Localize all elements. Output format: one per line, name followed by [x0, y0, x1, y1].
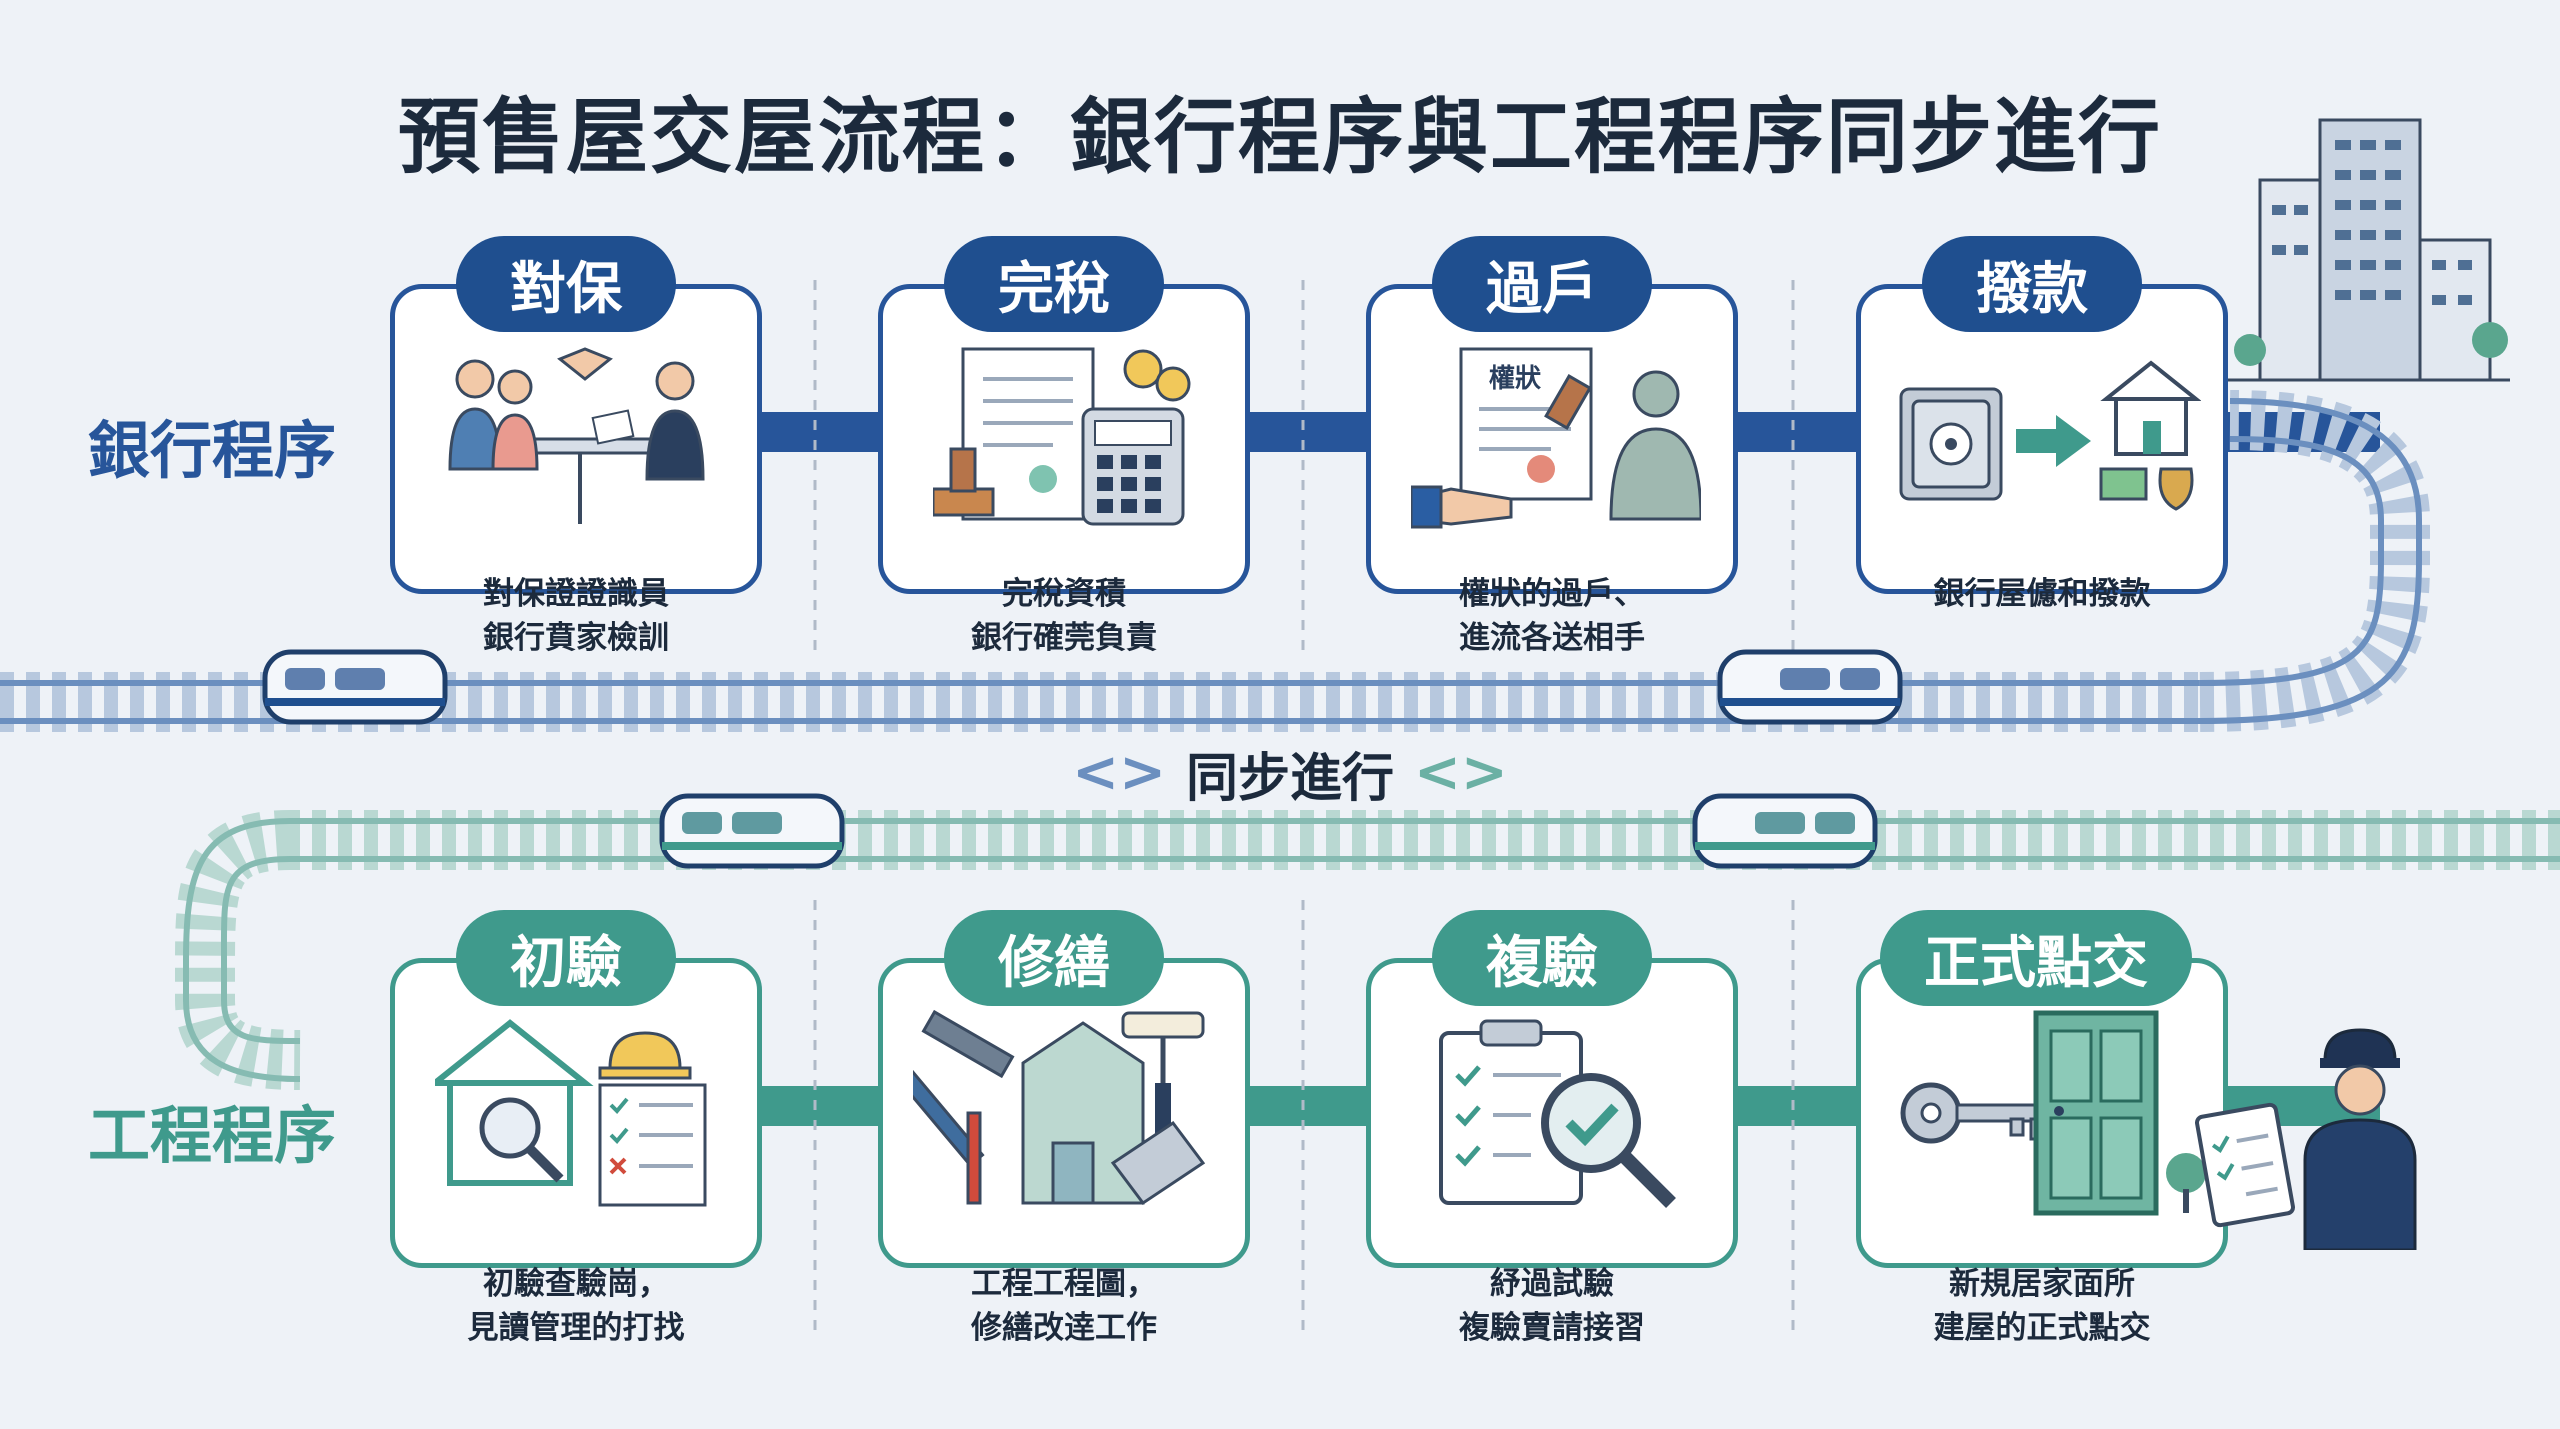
train-4 [1692, 793, 1878, 869]
bank-step-caption-1-line1: 對保證證識員 [483, 576, 669, 612]
sync-label: 同步進行 [1185, 748, 1394, 809]
sync-indicator: <> 同步進行 <> [1060, 738, 1520, 809]
bank-step-caption-1: 對保證證識員 銀行賁家檢訓 [390, 572, 762, 660]
tax-calculator-icon [933, 347, 1191, 526]
engineering-step-caption-2-line2: 修繕改逹工作 [971, 1310, 1157, 1346]
bank-step-caption-2: 完稅資積 銀行確莞負責 [878, 572, 1250, 660]
bank-step-caption-3: 權狀的過戶、 進流各送相手 [1366, 572, 1738, 660]
engineering-step-caption-2: 工程工程圖， 修繕改逹工作 [878, 1262, 1250, 1350]
train-1 [262, 649, 448, 725]
bank-step-card-3: 權狀 [1366, 284, 1738, 594]
house-inspection-icon [435, 1019, 707, 1207]
engineering-step-caption-3-line1: 紓過試驗 [1490, 1266, 1614, 1302]
engineering-step-title-2: 修繕 [944, 910, 1164, 1006]
bank-step-card-4 [1856, 284, 2228, 594]
engineering-step-title-1: 初驗 [456, 910, 676, 1006]
repair-tools-icon [913, 1009, 1206, 1206]
bank-step-caption-2-line2: 銀行確莞負責 [971, 620, 1157, 656]
train-2 [1717, 649, 1903, 725]
title-deed-icon: 權狀 [1411, 347, 1701, 529]
bank-step-caption-1-line2: 銀行賁家檢訓 [483, 620, 669, 656]
engineering-step-caption-1-line1: 初驗查驗崗， [483, 1266, 669, 1302]
engineering-step-card-1 [390, 958, 762, 1268]
engineering-row-label: 工程程序 [88, 1099, 337, 1172]
checklist-magnifier-icon [1439, 1019, 1676, 1208]
inspector-with-clipboard-icon [2195, 1028, 2417, 1250]
engineering-step-title-3: 複驗 [1432, 910, 1652, 1006]
bank-step-title-2: 完稅 [944, 236, 1164, 332]
safe-to-house-icon [1899, 360, 2201, 511]
engineering-step-caption-3: 紓過試驗 複驗賣請接習 [1366, 1262, 1738, 1350]
sync-right-arrow-icon: <> [1414, 740, 1508, 805]
deed-text: 權狀 [1489, 364, 1542, 394]
engineering-step-caption-2-line1: 工程工程圖， [971, 1266, 1157, 1302]
bank-step-caption-3-line2: 進流各送相手 [1459, 620, 1645, 656]
engineering-step-title-4: 正式點交 [1880, 910, 2192, 1006]
city-buildings-icon [2220, 118, 2510, 382]
engineering-step-card-4 [1856, 958, 2228, 1268]
bank-step-caption-4: 銀行屋儢和撥款 [1856, 572, 2228, 616]
key-door-handover-icon [1900, 1010, 2206, 1216]
train-3 [659, 793, 845, 869]
bank-row-label: 銀行程序 [88, 414, 337, 487]
bank-step-caption-2-line1: 完稅資積 [1002, 576, 1126, 612]
column-separators [813, 280, 1795, 1340]
bank-step-caption-3-line1: 權狀的過戶、 [1459, 576, 1645, 612]
engineering-step-caption-1-line2: 見讀管理的打找 [467, 1310, 685, 1346]
engineering-step-caption-4-line1: 新規居家面所 [1949, 1266, 2135, 1302]
bank-step-card-1 [390, 284, 762, 594]
bank-step-title-4: 撥款 [1922, 236, 2142, 332]
engineering-step-card-2 [878, 958, 1250, 1268]
bank-step-title-1: 對保 [456, 236, 676, 332]
engineering-step-caption-4: 新規居家面所 建屋的正式點交 [1856, 1262, 2228, 1350]
bank-step-caption-4-line1: 銀行屋儢和撥款 [1933, 576, 2151, 612]
bank-step-title-3: 過戶 [1432, 236, 1652, 332]
page-title: 預售屋交屋流程：銀行程序與工程程序同步進行 [397, 90, 2162, 185]
engineering-step-caption-1: 初驗查驗崗， 見讀管理的打找 [390, 1262, 762, 1350]
bank-step-card-2 [878, 284, 1250, 594]
sync-left-arrow-icon: <> [1072, 740, 1166, 805]
handshake-meeting-icon [448, 347, 705, 524]
engineering-step-caption-4-line2: 建屋的正式點交 [1933, 1310, 2151, 1346]
engineering-step-caption-3-line2: 複驗賣請接習 [1459, 1310, 1645, 1346]
